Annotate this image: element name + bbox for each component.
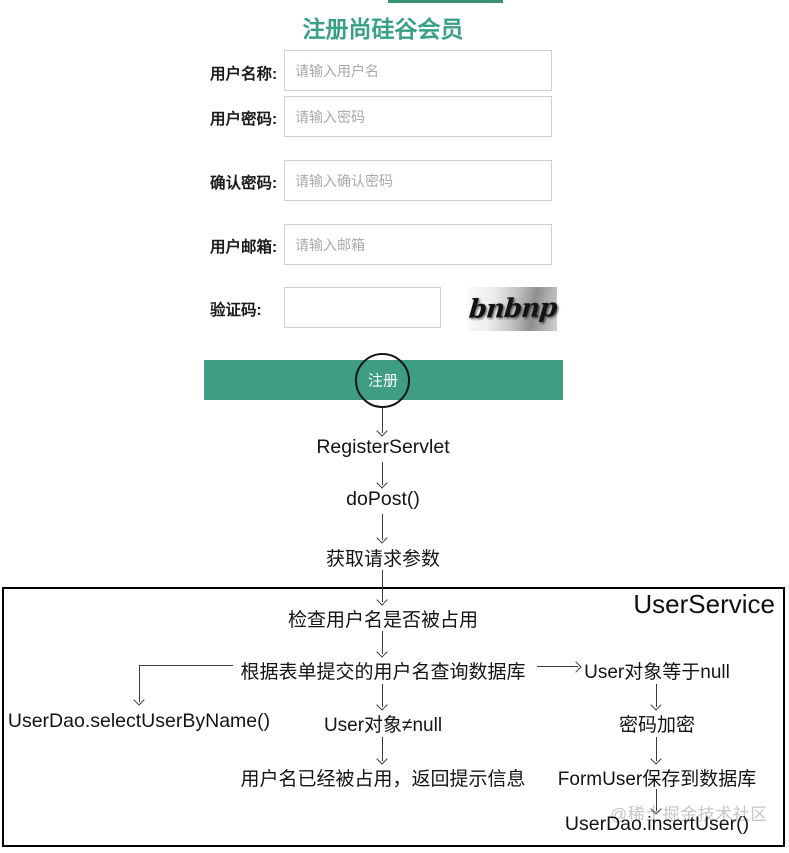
username-label: 用户名称: [210, 66, 278, 83]
captcha-input[interactable] [284, 287, 441, 328]
connector-line [140, 665, 233, 666]
top-green-strip [388, 0, 503, 3]
arrow-down-icon [382, 462, 383, 485]
confirm-password-input[interactable] [284, 160, 552, 201]
flow-node-username-taken: 用户名已经被占用，返回提示信息 [240, 769, 526, 790]
arrow-down-icon [382, 737, 383, 761]
flow-node-select-user-by-name: UserDao.selectUserByName() [7, 710, 271, 732]
userservice-box [2, 587, 785, 847]
flow-node-user-not-null: User对象≠null [323, 715, 443, 736]
password-label: 用户密码: [210, 111, 278, 128]
flow-node-dopost: doPost() [346, 488, 420, 510]
arrow-down-icon [382, 514, 383, 540]
arrow-down-icon [656, 737, 657, 761]
captcha-label: 验证码: [210, 302, 262, 319]
flow-node-register-servlet: RegisterServlet [316, 436, 450, 458]
arrow-down-icon [382, 631, 383, 654]
arrow-down-icon [656, 684, 657, 707]
arrow-down-icon [139, 665, 140, 702]
register-circle-annotation [355, 353, 410, 408]
password-input[interactable] [284, 96, 552, 137]
flow-node-check-username: 检查用户名是否被占用 [287, 610, 479, 631]
flow-node-query-db: 根据表单提交的用户名查询数据库 [240, 662, 526, 683]
watermark: @稀土掘金技术社区 [610, 805, 768, 824]
email-input[interactable] [284, 224, 552, 265]
flow-node-get-params: 获取请求参数 [325, 549, 441, 570]
userservice-label: UserService [633, 589, 775, 619]
email-label: 用户邮箱: [210, 239, 278, 256]
page-title: 注册尚硅谷会员 [302, 16, 464, 42]
captcha-image[interactable]: bnbnp [467, 287, 558, 331]
flow-node-encrypt-password: 密码加密 [618, 715, 696, 736]
arrow-down-icon [382, 570, 383, 602]
confirm-password-label: 确认密码: [210, 175, 278, 192]
arrow-down-icon [382, 408, 383, 433]
arrow-down-icon [382, 684, 383, 707]
flow-node-user-equals-null: User对象等于null [584, 662, 730, 683]
register-button-label: 注册 [367, 372, 399, 390]
flow-node-insert-user: UserDao.insertUser() [564, 813, 750, 835]
captcha-text: bnbnp [467, 293, 558, 325]
flow-node-save-form-user: FormUser保存到数据库 [557, 769, 757, 790]
arrow-right-icon [537, 666, 578, 667]
username-input[interactable] [284, 50, 552, 91]
arrow-down-icon [656, 789, 657, 811]
